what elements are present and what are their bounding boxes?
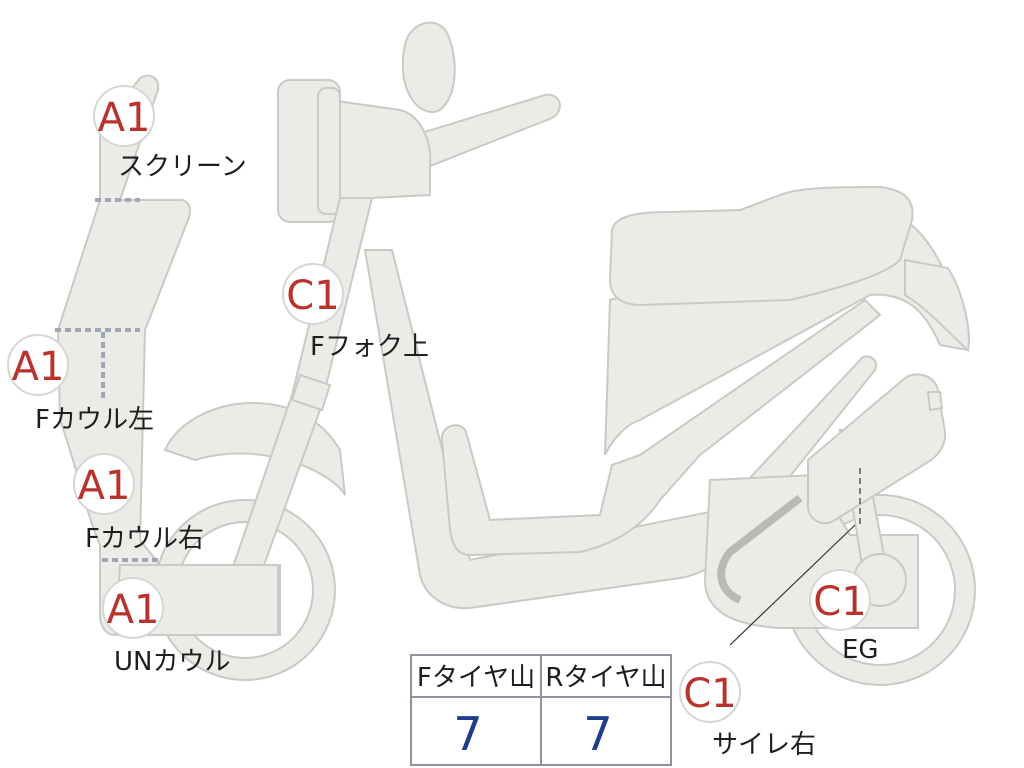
leader-line-muffler (729, 524, 856, 646)
marker-code: A1 (107, 587, 160, 633)
marker-muffler-right[interactable]: C1 サイレ右 (679, 661, 816, 760)
headlight-inner (317, 87, 341, 215)
rear-tire-value[interactable]: 7 (583, 707, 612, 761)
front-tire-value[interactable]: 7 (453, 707, 482, 761)
engine-pipe (717, 494, 803, 604)
footboard (440, 298, 882, 557)
marker-label: スクリーン (118, 152, 247, 182)
marker-label: EG (842, 635, 879, 665)
marker-code: C1 (286, 273, 339, 319)
marker-code: A1 (78, 463, 131, 509)
marker-label: Fカウル右 (85, 524, 204, 554)
fork-band (290, 373, 332, 412)
muffler (807, 373, 947, 525)
mirror (401, 21, 456, 113)
marker-label: Fフォク上 (310, 332, 429, 362)
marker-code: C1 (683, 671, 736, 717)
marker-f-cowl-right[interactable]: A1 Fカウル右 (73, 453, 204, 554)
handlebar (413, 93, 561, 170)
marker-screen[interactable]: A1 スクリーン (93, 85, 247, 182)
marker-f-cowl-left[interactable]: A1 Fカウル左 (7, 334, 154, 435)
rear-tire-header: Rタイヤ山 (545, 663, 666, 693)
muffler-tip (926, 391, 944, 412)
marker-code: A1 (98, 95, 151, 141)
handle-cover (329, 98, 432, 202)
tail-light (904, 258, 970, 352)
seat (608, 185, 914, 307)
tire-tread-table: Fタイヤ山 Rタイヤ山 7 7 (410, 654, 672, 766)
front-tire-header: Fタイヤ山 (417, 663, 535, 693)
marker-label: UNカウル (114, 647, 230, 677)
marker-code: C1 (813, 579, 866, 625)
marker-f-fork-upper[interactable]: C1 Fフォク上 (282, 263, 429, 362)
marker-label: サイレ右 (712, 730, 816, 760)
marker-code: A1 (12, 344, 65, 390)
marker-un-cowl[interactable]: A1 UNカウル (102, 577, 230, 677)
marker-label: Fカウル左 (35, 405, 154, 435)
marker-engine[interactable]: C1 EG (809, 569, 879, 665)
